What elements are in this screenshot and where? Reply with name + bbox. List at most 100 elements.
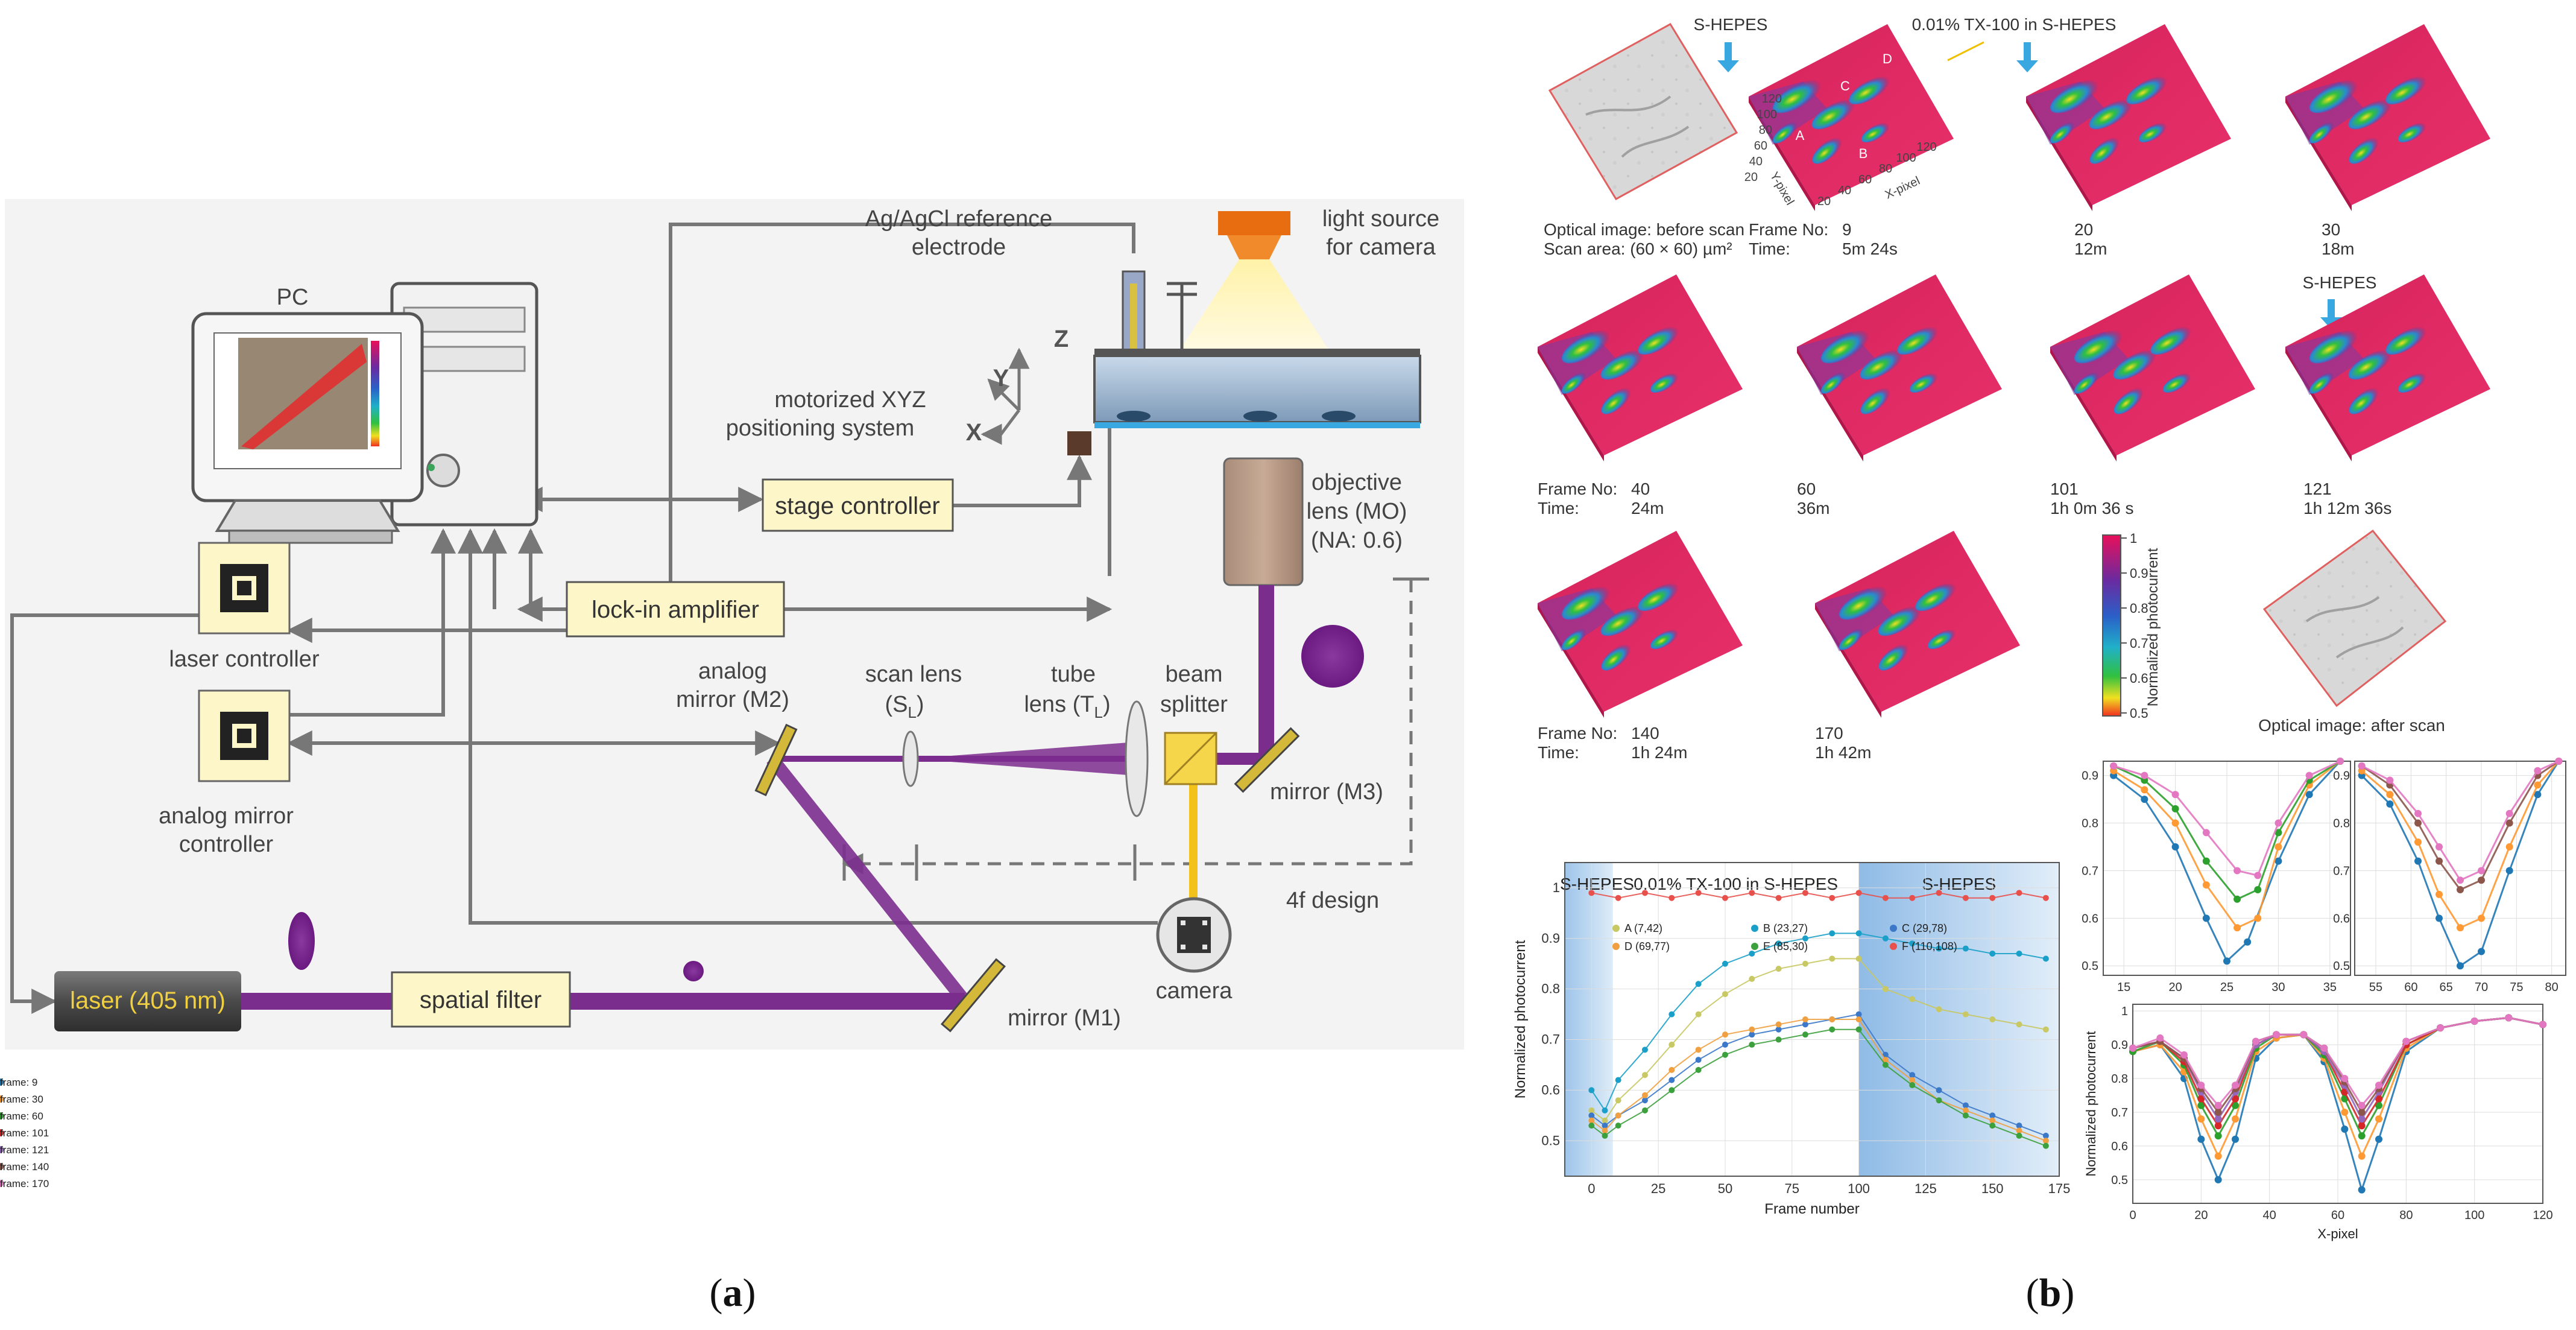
data-point <box>2386 776 2394 784</box>
photocurrent-map <box>2026 24 2231 211</box>
x-tick-label: 70 <box>2475 981 2488 994</box>
data-point <box>1962 1112 1969 1119</box>
data-point <box>1882 935 1889 942</box>
data-point <box>1909 1082 1916 1089</box>
signal-wiring <box>10 223 1158 1014</box>
legend-marker <box>0 1112 4 1119</box>
data-point <box>2171 805 2179 812</box>
data-point <box>1775 966 1782 972</box>
data-point <box>2223 957 2230 965</box>
data-point <box>1749 1041 1755 1048</box>
pc-computer <box>191 282 538 544</box>
data-point <box>2402 1037 2410 1045</box>
data-point <box>1602 1107 1608 1113</box>
data-point <box>2232 1095 2239 1103</box>
data-point <box>1615 1112 1621 1119</box>
data-point <box>1909 1077 1916 1083</box>
mirror-m1 <box>940 958 1006 1033</box>
map-cell-blob <box>1562 330 1610 364</box>
map-cell-blob <box>1839 586 1887 620</box>
map-cell-blob <box>2074 330 2123 364</box>
data-point <box>2214 1122 2222 1130</box>
data-point <box>2197 1135 2205 1143</box>
map-surface <box>2285 24 2490 205</box>
laser-body <box>54 971 241 1031</box>
y-tick-label: 0.5 <box>2082 960 2098 973</box>
plot-frame <box>2354 761 2566 976</box>
map-cell-blob <box>1897 326 1938 355</box>
data-point <box>2197 1095 2205 1103</box>
y-pixel-label: Y-pixel <box>1767 170 1797 207</box>
data-point <box>1802 1016 1808 1022</box>
map-cell-blob <box>2309 122 2334 144</box>
y-tick-label: 0.7 <box>1541 1032 1560 1047</box>
time-header: Time: <box>1749 239 1790 258</box>
legend-marker <box>1751 925 1758 932</box>
legend-entry: A (7,42) <box>1624 922 1662 934</box>
legend-entry: D (69,77) <box>1624 940 1670 952</box>
map-cell-blob <box>2309 330 2358 364</box>
data-point <box>2436 890 2443 898</box>
x-tick-label: 40 <box>2263 1209 2276 1222</box>
arrow-down-icon <box>2016 42 2038 72</box>
y-tick-label: 1 <box>2121 1005 2128 1018</box>
data-point <box>1588 1107 1595 1113</box>
photocurrent-map <box>1815 531 2020 718</box>
cell-marker-label: E <box>1937 93 1946 109</box>
data-point <box>2341 1125 2349 1133</box>
photocurrent-map <box>2285 274 2490 461</box>
legend-marker <box>1890 925 1897 932</box>
y-tick-label: 0.7 <box>2333 864 2350 878</box>
data-point <box>1641 1092 1648 1098</box>
data-point <box>2436 914 2443 922</box>
data-point <box>2214 1176 2222 1183</box>
data-point <box>1802 935 1808 942</box>
legend-marker <box>0 1163 4 1170</box>
laser-label: laser (405 nm) <box>70 987 226 1014</box>
data-point <box>2305 791 2313 799</box>
data-point <box>2336 758 2344 765</box>
cell-marker-label: D <box>1883 51 1892 66</box>
legend-marker <box>0 1095 4 1103</box>
sample-stage <box>1067 349 1421 455</box>
legend-marker <box>0 1146 4 1153</box>
data-point <box>1615 1097 1621 1104</box>
ref-electrode-label-1: Ag/AgCl reference <box>865 206 1053 232</box>
arrow-down-icon <box>1717 42 1739 72</box>
data-point <box>2252 1037 2259 1045</box>
map-cell-blob <box>2309 372 2334 394</box>
map-surface <box>1538 531 1743 712</box>
data-point <box>1722 1051 1728 1058</box>
data-point <box>2233 924 2241 932</box>
map-cell-blob <box>2309 80 2358 113</box>
data-point <box>1936 945 1942 952</box>
y-tick-label: 0.7 <box>2082 864 2098 878</box>
y-axis-label: Normalized photocurrent <box>1512 940 1529 1098</box>
map-cell-blob <box>1909 373 1938 393</box>
lock-in-amplifier-label: lock-in amplifier <box>592 597 759 623</box>
data-point <box>1882 1051 1889 1058</box>
data-point <box>1802 890 1808 896</box>
y-tick-label: 0.5 <box>1541 1133 1560 1148</box>
map-cell-blob <box>1601 644 1631 671</box>
cell-f-line <box>1947 41 1984 62</box>
x-tick-label: 80 <box>2545 981 2559 994</box>
xyz-label-2: positioning system <box>726 416 915 441</box>
cell-marker-label: F <box>1986 24 1994 39</box>
laser-beam-path <box>241 585 1274 1010</box>
data-point <box>1641 1047 1648 1053</box>
data-point <box>1855 890 1862 896</box>
y-tick-label: 0.9 <box>2082 770 2098 783</box>
data-point <box>2016 950 2022 957</box>
map-cell-blob <box>2349 138 2379 164</box>
beam-profile-icon <box>683 961 704 981</box>
data-point <box>1962 945 1969 952</box>
panel-b-caption: (b) <box>2026 1271 2075 1315</box>
y-tick-label: 0.7 <box>2111 1106 2128 1119</box>
data-point <box>2171 791 2179 799</box>
data-point <box>2275 829 2282 837</box>
axis-x-label: X <box>966 419 982 446</box>
map-x-tick: 80 <box>1879 162 1892 176</box>
